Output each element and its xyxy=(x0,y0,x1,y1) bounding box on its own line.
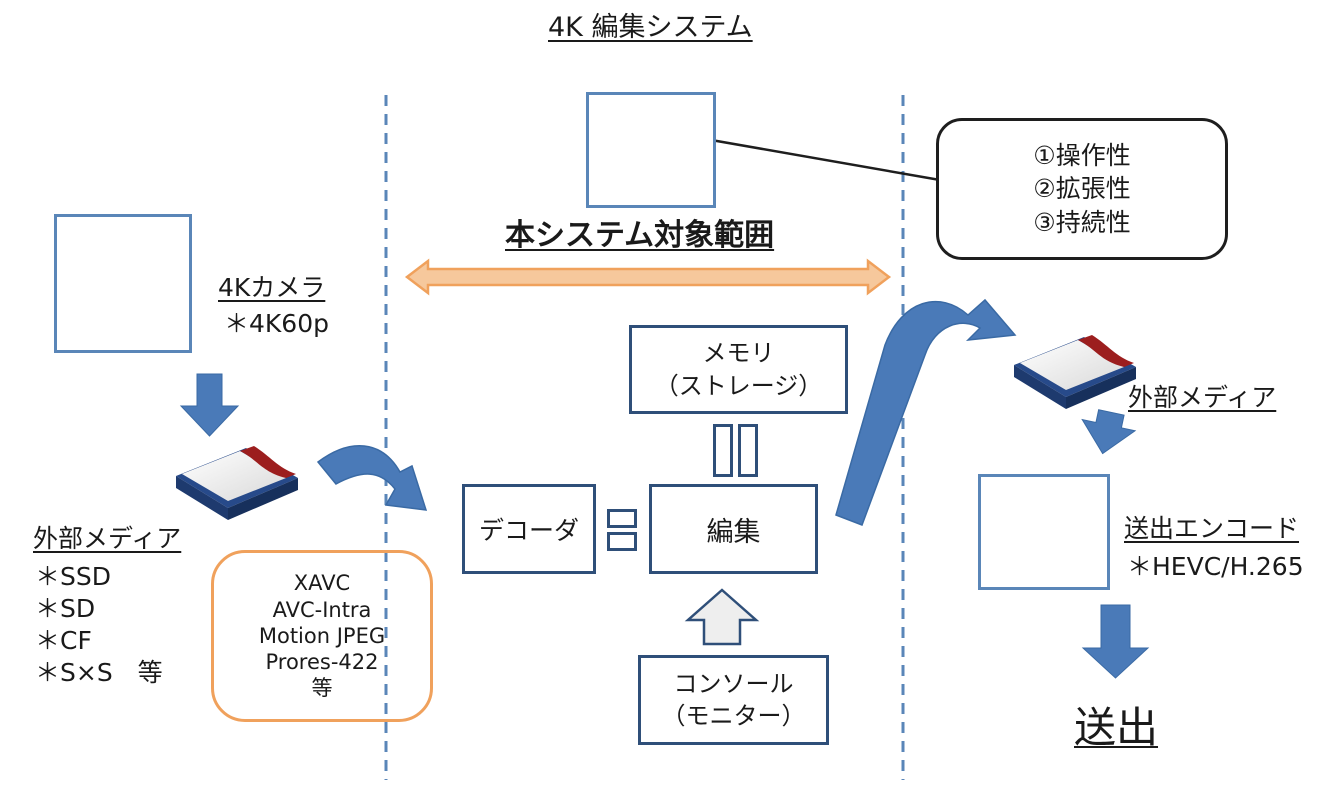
edit-to-output-arrow xyxy=(835,298,1017,526)
memory-edit-connector xyxy=(738,424,758,477)
decoder-label: デコーダ xyxy=(478,516,579,545)
send-label: 送出 xyxy=(1074,703,1159,752)
input-media-label: 外部メディア xyxy=(33,524,182,553)
encoder-computer-frame xyxy=(978,474,1110,590)
callout-pointer xyxy=(693,135,941,182)
callout-item: ③持続性 xyxy=(1033,207,1131,237)
decoder-box: デコーダ xyxy=(462,484,596,574)
edit-box: 編集 xyxy=(649,484,818,574)
camera-frame xyxy=(54,214,192,353)
media-type: ＊S×S 等 xyxy=(35,658,163,687)
codec-item: Prores-422 xyxy=(265,650,379,675)
decoder-edit-connector xyxy=(607,532,637,551)
monitor-label: （モニター） xyxy=(661,702,806,730)
console-to-edit-arrow xyxy=(684,588,760,646)
media-to-encoder-arrow xyxy=(1081,409,1137,455)
scope-double-arrow xyxy=(404,258,892,296)
callout-item: ①操作性 xyxy=(1033,140,1131,170)
codec-item: XAVC xyxy=(293,571,351,596)
callout-item: ②拡張性 xyxy=(1033,174,1131,204)
top-computer-frame xyxy=(586,92,716,208)
codec-item: AVC-Intra xyxy=(272,597,372,622)
media-type: ＊SD xyxy=(35,594,96,623)
memory-storage-box: メモリ （ストレージ） xyxy=(629,325,848,414)
memory-label: メモリ xyxy=(702,339,775,368)
media-type: ＊SSD xyxy=(35,562,111,591)
encoder-spec: ＊HEVC/H.265 xyxy=(1127,552,1304,581)
camera-to-media-arrow xyxy=(179,373,240,437)
codec-item: Motion JPEG xyxy=(258,623,386,648)
output-media-label: 外部メディア xyxy=(1128,383,1277,412)
scope-label: 本システム対象範囲 xyxy=(505,218,775,253)
memory-edit-connector xyxy=(713,424,733,477)
storage-label: （ストレージ） xyxy=(654,371,823,400)
media-to-decoder-arrow xyxy=(316,445,428,511)
camera-label: 4Kカメラ xyxy=(218,273,326,302)
codec-list-box: XAVC AVC-Intra Motion JPEG Prores-422 等 xyxy=(211,550,433,722)
codec-item: 等 xyxy=(311,676,333,701)
encoder-to-send-arrow xyxy=(1081,604,1150,679)
diagram-title: 4K 編集システム xyxy=(548,12,753,43)
console-label: コンソール xyxy=(673,669,794,698)
memory-card-icon xyxy=(1014,335,1136,409)
feature-callout: ①操作性 ②拡張性 ③持続性 xyxy=(936,118,1228,260)
console-monitor-box: コンソール （モニター） xyxy=(638,655,829,745)
edit-label: 編集 xyxy=(706,516,761,548)
encoder-label: 送出エンコード xyxy=(1124,514,1300,543)
memory-card-icon xyxy=(176,446,298,520)
decoder-edit-connector xyxy=(607,509,637,528)
camera-spec: ＊4K60p xyxy=(224,309,329,338)
media-type: ＊CF xyxy=(35,626,92,655)
